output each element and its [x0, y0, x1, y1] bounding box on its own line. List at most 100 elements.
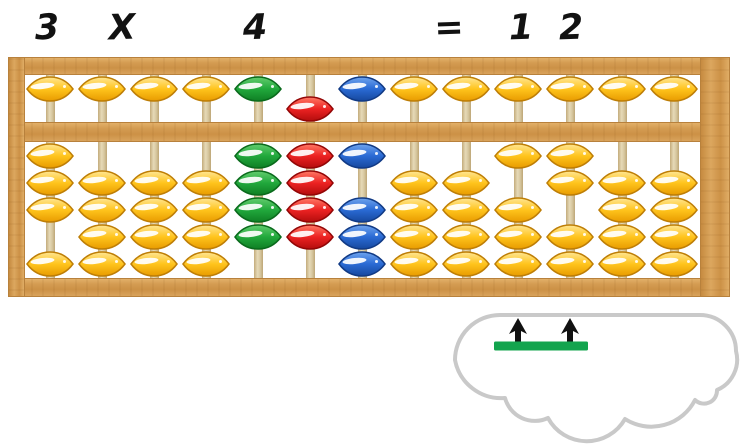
earth-bead-rod-7-slot-1: [338, 142, 386, 169]
earth-bead-rod-7-slot-4: [338, 223, 386, 250]
earth-bead-rod-3-slot-4: [130, 223, 178, 250]
bead-shape: [286, 169, 334, 196]
bead-shape: [338, 76, 386, 102]
earth-bead-rod-12-slot-5: [598, 250, 646, 277]
bead-shape: [390, 169, 438, 196]
earth-bead-rod-5-slot-2: [234, 169, 282, 196]
bead-shape: [598, 223, 646, 250]
heaven-bead-rod-5: [234, 76, 282, 102]
frame-beam: [8, 122, 730, 142]
bead-shape: [26, 142, 74, 169]
up-arrow-icon: [561, 318, 579, 342]
thought-cloud: [453, 313, 740, 444]
heaven-bead-rod-6: [286, 96, 334, 122]
frame-bottom-bar: [8, 278, 730, 297]
earth-bead-rod-2-slot-2: [78, 169, 126, 196]
earth-bead-rod-8-slot-4: [390, 223, 438, 250]
bead-shape: [338, 142, 386, 169]
earth-bead-rod-5-slot-4: [234, 223, 282, 250]
earth-bead-rod-4-slot-3: [182, 196, 230, 223]
earth-bead-rod-6-slot-4: [286, 223, 334, 250]
bead-shape: [546, 169, 594, 196]
earth-bead-rod-12-slot-2: [598, 169, 646, 196]
heaven-bead-rod-12: [598, 76, 646, 102]
bead-shape: [26, 196, 74, 223]
bead-shape: [494, 250, 542, 277]
up-arrow-icon: [509, 318, 527, 342]
bead-shape: [546, 76, 594, 102]
bead-shape: [234, 196, 282, 223]
bead-shape: [78, 169, 126, 196]
bead-shape: [598, 250, 646, 277]
bead-shape: [130, 196, 178, 223]
bead-shape: [546, 223, 594, 250]
bead-shape: [26, 169, 74, 196]
earth-bead-rod-6-slot-1: [286, 142, 334, 169]
earth-bead-rod-3-slot-5: [130, 250, 178, 277]
bead-shape: [286, 96, 334, 122]
heaven-bead-rod-9: [442, 76, 490, 102]
earth-bead-rod-3-slot-3: [130, 196, 178, 223]
earth-bead-rod-13-slot-3: [650, 196, 698, 223]
bead-shape: [130, 223, 178, 250]
bead-shape: [650, 196, 698, 223]
earth-bead-rod-4-slot-5: [182, 250, 230, 277]
bead-shape: [182, 250, 230, 277]
earth-bead-rod-3-slot-2: [130, 169, 178, 196]
bead-shape: [598, 169, 646, 196]
frame-left-bar: [8, 57, 25, 297]
heaven-bead-rod-4: [182, 76, 230, 102]
bead-shape: [442, 196, 490, 223]
bead-shape: [78, 250, 126, 277]
earth-bead-rod-2-slot-4: [78, 223, 126, 250]
bead-shape: [442, 250, 490, 277]
bead-shape: [286, 196, 334, 223]
bead-shape: [286, 142, 334, 169]
bead-shape: [182, 76, 230, 102]
bead-shape: [182, 223, 230, 250]
bead-shape: [78, 196, 126, 223]
bead-shape: [130, 76, 178, 102]
bead-shape: [390, 223, 438, 250]
earth-bead-rod-12-slot-3: [598, 196, 646, 223]
bead-shape: [494, 223, 542, 250]
heaven-bead-rod-8: [390, 76, 438, 102]
earth-bead-rod-5-slot-3: [234, 196, 282, 223]
earth-bead-rod-8-slot-2: [390, 169, 438, 196]
bead-shape: [442, 223, 490, 250]
earth-bead-rod-4-slot-4: [182, 223, 230, 250]
earth-bead-rod-9-slot-2: [442, 169, 490, 196]
bead-shape: [650, 223, 698, 250]
earth-bead-rod-1-slot-1: [26, 142, 74, 169]
bead-shape: [182, 196, 230, 223]
bead-shape: [598, 76, 646, 102]
earth-bead-rod-1-slot-2: [26, 169, 74, 196]
earth-bead-rod-11-slot-4: [546, 223, 594, 250]
bead-shape: [494, 142, 542, 169]
bead-shape: [390, 250, 438, 277]
bead-shape: [130, 250, 178, 277]
earth-bead-rod-1-slot-5: [26, 250, 74, 277]
bead-shape: [234, 223, 282, 250]
bead-shape: [26, 250, 74, 277]
bead-shape: [78, 76, 126, 102]
bead-shape: [494, 76, 542, 102]
bead-shape: [234, 169, 282, 196]
earth-bead-rod-4-slot-2: [182, 169, 230, 196]
earth-bead-rod-9-slot-4: [442, 223, 490, 250]
bead-shape: [546, 142, 594, 169]
earth-bead-rod-10-slot-3: [494, 196, 542, 223]
heaven-bead-rod-3: [130, 76, 178, 102]
bead-shape: [234, 142, 282, 169]
bead-shape: [650, 250, 698, 277]
earth-bead-rod-11-slot-1: [546, 142, 594, 169]
earth-bead-rod-10-slot-5: [494, 250, 542, 277]
bead-shape: [338, 196, 386, 223]
earth-bead-rod-1-slot-3: [26, 196, 74, 223]
bead-shape: [338, 223, 386, 250]
earth-bead-rod-8-slot-5: [390, 250, 438, 277]
bead-shape: [494, 196, 542, 223]
heaven-bead-rod-1: [26, 76, 74, 102]
